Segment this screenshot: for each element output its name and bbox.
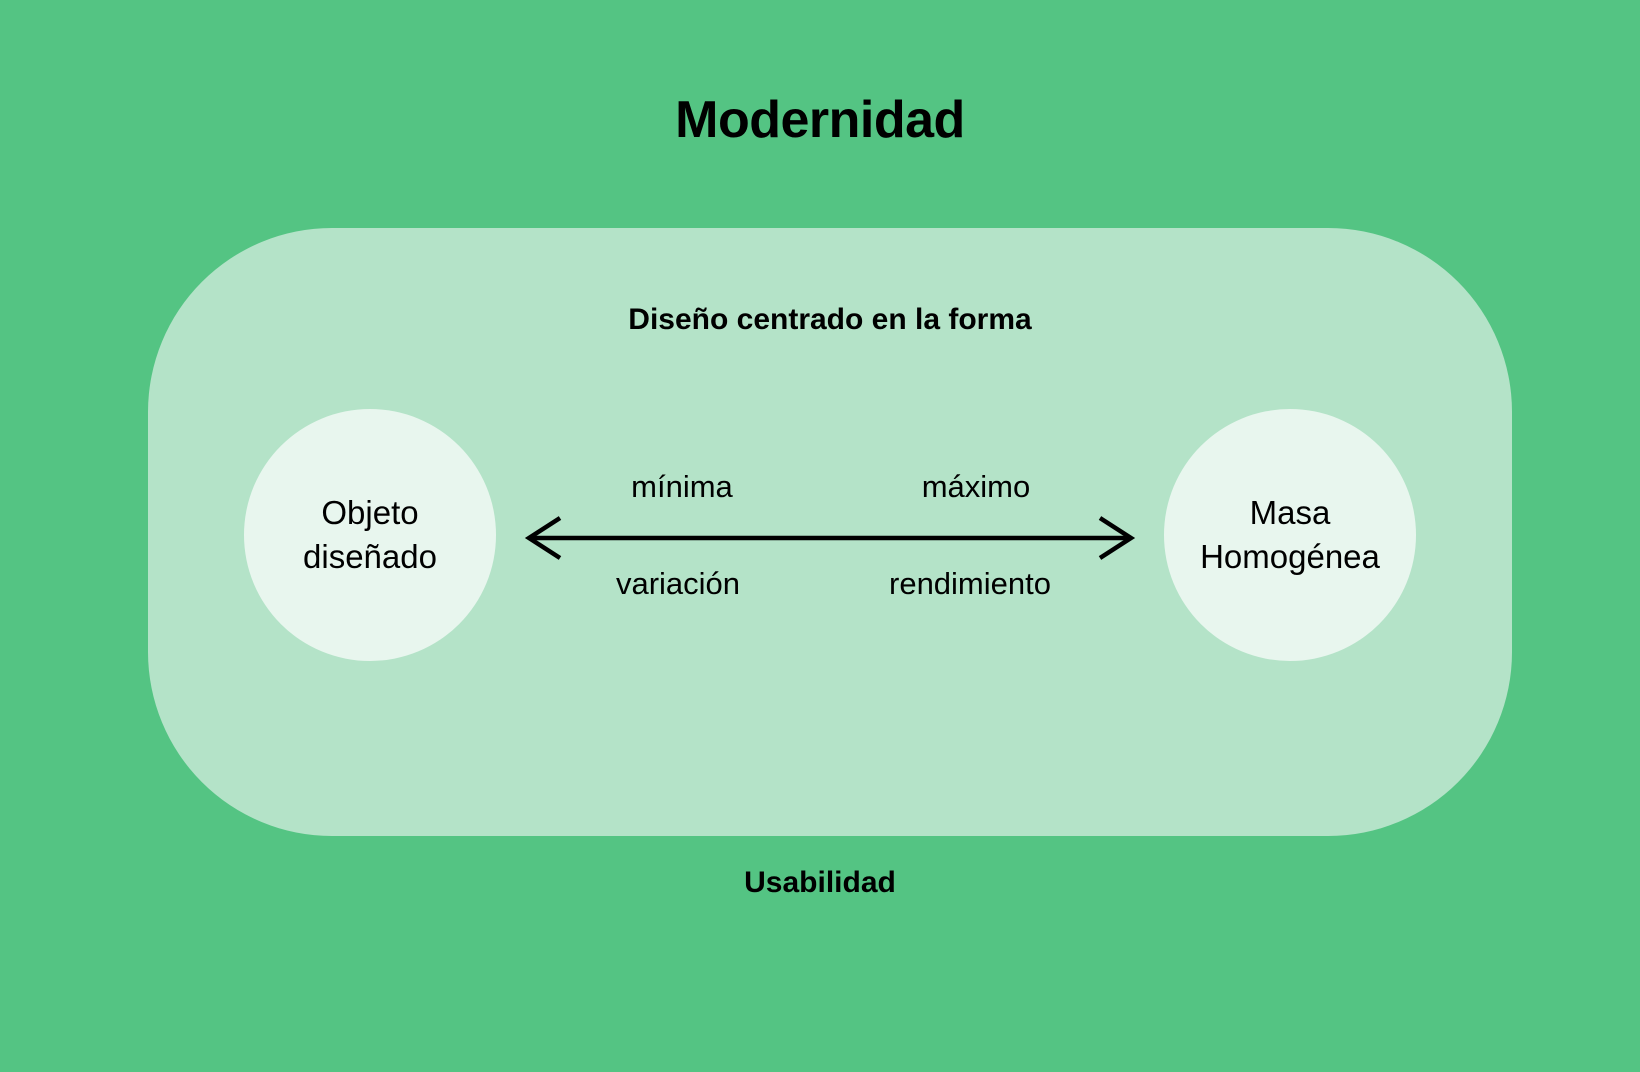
node-masa-homogenea: Masa Homogénea: [1164, 409, 1416, 661]
diagram-title: Modernidad: [675, 91, 965, 149]
connector-label-variacion: variación: [615, 566, 741, 601]
connector-label-rendimiento: rendimiento: [889, 566, 1051, 601]
footer-label: Usabilidad: [744, 866, 896, 899]
node-masa-homogenea-label: Masa Homogénea: [1200, 494, 1380, 575]
double-arrow-icon: [524, 516, 1136, 560]
concept-panel: Diseño centrado en la forma Objeto diseñ…: [148, 228, 1512, 836]
connector-label-maximo: máximo: [921, 469, 1031, 504]
node-objeto-disenado-label: Objeto diseñado: [303, 494, 437, 575]
panel-label: Diseño centrado en la forma: [628, 303, 1032, 336]
connector-label-minima: mínima: [631, 469, 733, 504]
connector-group: mínima máximo variación rendimiento: [516, 448, 1144, 628]
node-objeto-disenado: Objeto diseñado: [244, 409, 496, 661]
